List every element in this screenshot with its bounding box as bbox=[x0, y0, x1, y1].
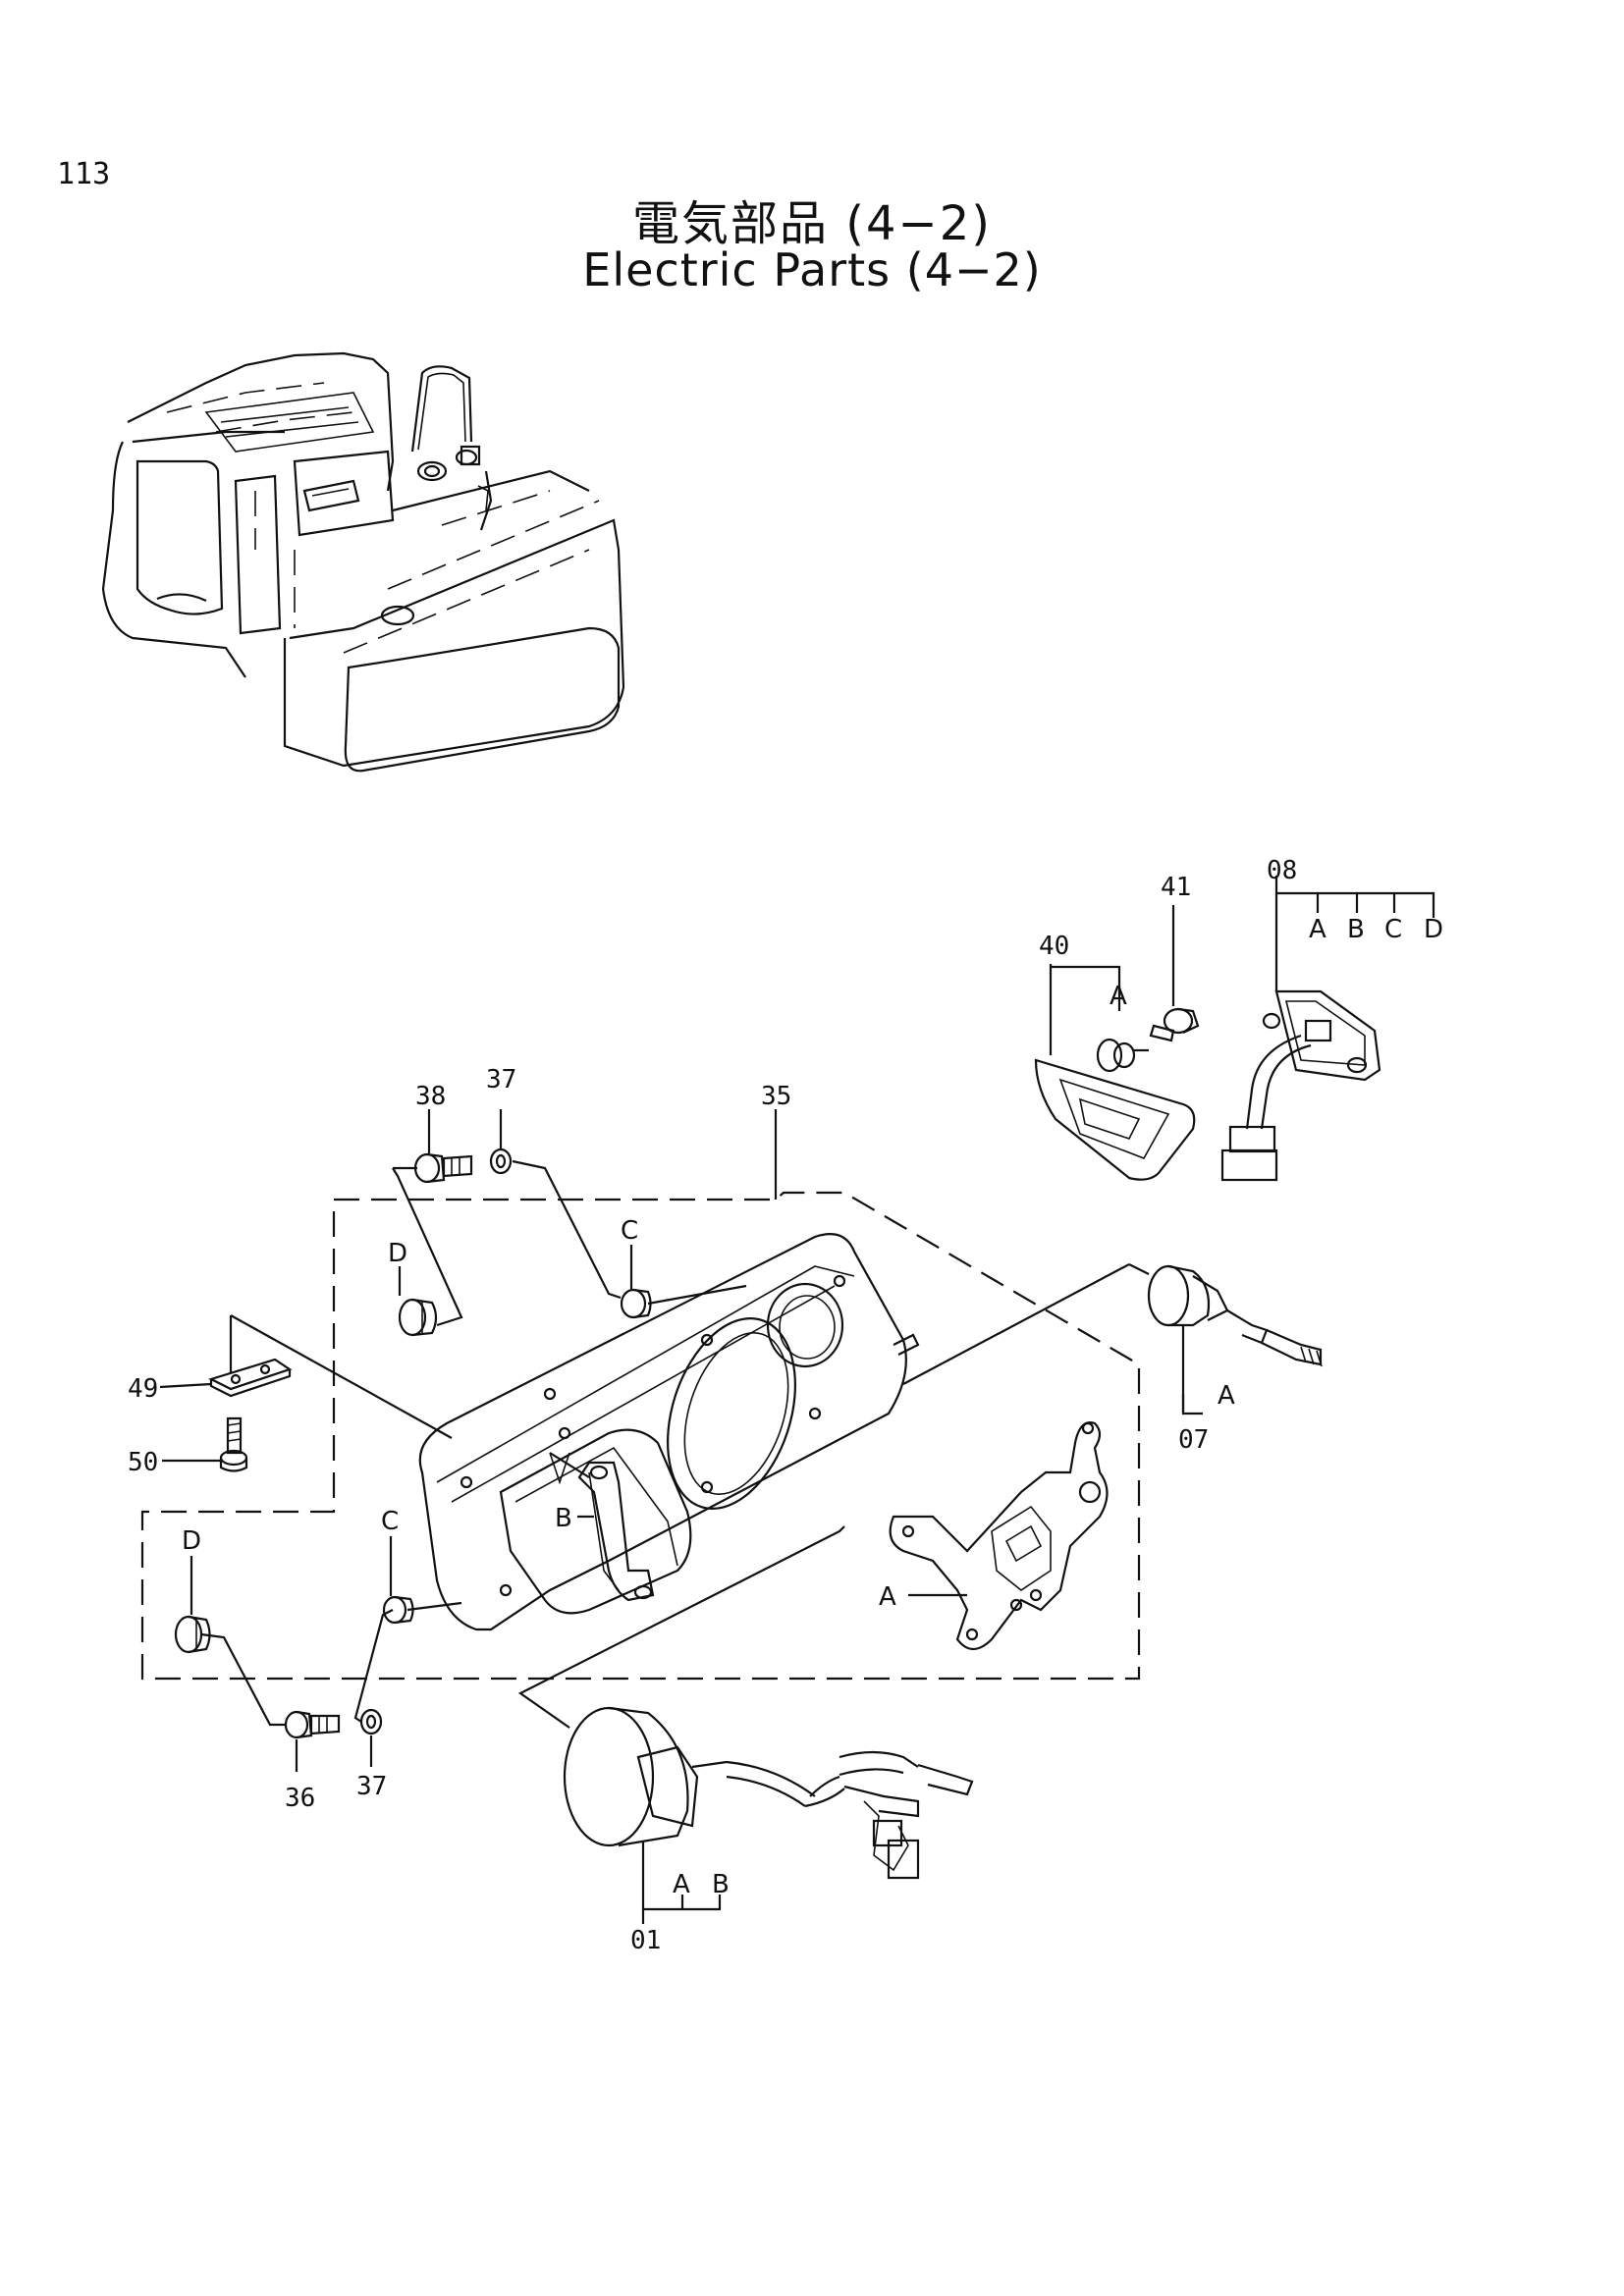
washer-37-top bbox=[489, 1148, 513, 1175]
callout-07: 07 bbox=[1178, 1425, 1209, 1455]
callout-41: 41 bbox=[1161, 873, 1191, 902]
callout-37-bottom: 37 bbox=[356, 1772, 387, 1801]
callout-01: 01 bbox=[630, 1926, 661, 1955]
bolt-38 bbox=[413, 1152, 473, 1184]
variant-01-b: B bbox=[712, 1870, 730, 1899]
plate-49 bbox=[208, 1358, 293, 1398]
grommet-d-top bbox=[398, 1298, 438, 1337]
screw-41 bbox=[1149, 1007, 1200, 1042]
callout-37-top: 37 bbox=[486, 1065, 516, 1095]
callout-40: 40 bbox=[1039, 932, 1069, 961]
mounting-bracket-a bbox=[889, 1421, 1109, 1651]
bezel-40 bbox=[1034, 1038, 1196, 1181]
callout-38: 38 bbox=[415, 1082, 446, 1111]
ref-c-mid: C bbox=[381, 1507, 399, 1536]
ref-c-top: C bbox=[621, 1216, 638, 1246]
variant-40-a: A bbox=[1110, 982, 1127, 1011]
excavator-overview-illustration bbox=[101, 351, 625, 773]
ref-a-bracket: A bbox=[879, 1582, 896, 1612]
page-number: 113 bbox=[57, 157, 111, 191]
callout-36: 36 bbox=[285, 1784, 315, 1813]
connector-07 bbox=[1147, 1264, 1323, 1367]
console-panel-35 bbox=[418, 1233, 920, 1631]
washer-37-bottom bbox=[359, 1708, 383, 1735]
variant-07-a: A bbox=[1218, 1381, 1235, 1411]
bolt-50 bbox=[219, 1416, 248, 1472]
ref-d-top: D bbox=[388, 1239, 407, 1268]
ref-b-bracket: B bbox=[555, 1504, 572, 1533]
callout-08: 08 bbox=[1267, 856, 1297, 885]
callout-49: 49 bbox=[128, 1374, 158, 1404]
title-english: Electric Parts (4−2) bbox=[582, 243, 1042, 296]
callout-labels: 08 A B C D 41 40 A 35 38 37 C D 49 50 C … bbox=[128, 856, 1443, 1955]
gauge-01 bbox=[563, 1706, 974, 1880]
bolt-36 bbox=[284, 1710, 341, 1739]
variant-08-d: D bbox=[1424, 915, 1443, 944]
lamp-08 bbox=[1220, 989, 1381, 1182]
title-japanese: 電気部品 (4−2) bbox=[631, 196, 992, 251]
callout-50: 50 bbox=[128, 1448, 158, 1477]
assembly-35-boundary bbox=[140, 1191, 1141, 1681]
variant-08-b: B bbox=[1347, 915, 1365, 944]
leader-lines bbox=[159, 876, 1435, 1924]
variant-08-a: A bbox=[1309, 915, 1326, 944]
variant-08-c: C bbox=[1384, 915, 1402, 944]
ref-d-mid: D bbox=[182, 1526, 201, 1556]
variant-01-a: A bbox=[673, 1870, 690, 1899]
grommet-c-top bbox=[620, 1288, 652, 1319]
callout-35: 35 bbox=[761, 1082, 791, 1111]
